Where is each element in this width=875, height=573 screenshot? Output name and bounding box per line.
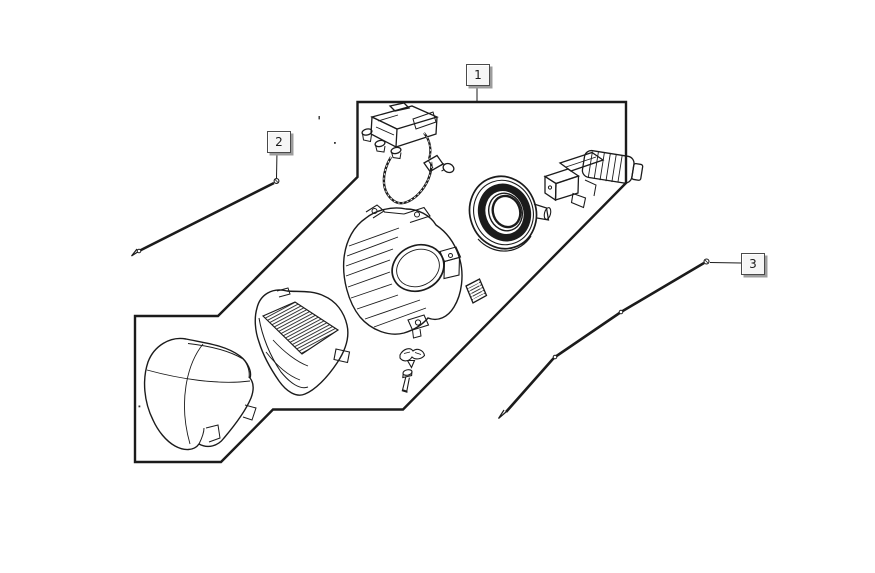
leader-line-3 [709, 262, 742, 264]
seal-pad-part [465, 278, 488, 304]
callout-3-number: 3 [749, 257, 757, 271]
cable-part-3 [497, 258, 710, 419]
callout-1-button[interactable]: 1 [466, 64, 490, 86]
assembly-group-outline [133, 100, 628, 464]
callout-3-button[interactable]: 3 [741, 253, 765, 275]
lens-part [143, 337, 257, 451]
spring-clip-part [399, 348, 426, 369]
housing-part [342, 204, 463, 339]
leader-line-2 [276, 150, 278, 179]
leveling-motor-part [543, 149, 644, 209]
leader-lines [276, 86, 742, 264]
ink-specks [138, 116, 336, 408]
callout-1-number: 1 [474, 68, 482, 82]
callout-2-button[interactable]: 2 [267, 131, 291, 153]
retaining-ring-part [468, 175, 552, 252]
screw-part [401, 369, 413, 393]
cable-part-2 [131, 178, 280, 257]
bulb-harness-part [361, 102, 455, 205]
bezel-part [254, 287, 351, 396]
callout-2-number: 2 [275, 135, 283, 149]
